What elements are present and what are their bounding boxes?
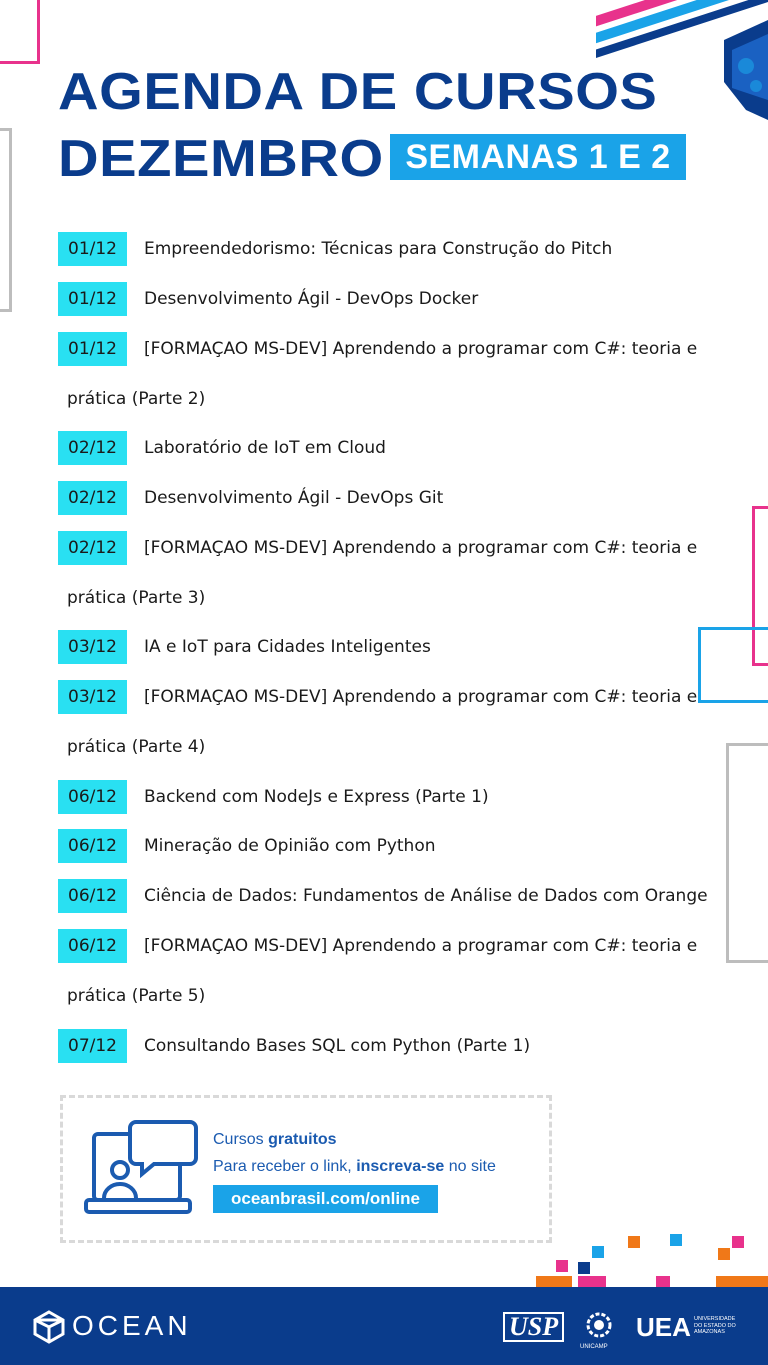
usp-logo: USP	[503, 1312, 565, 1342]
page-title-line1: AGENDA DE CURSOS	[58, 63, 658, 121]
course-title: Ciência de Dados: Fundamentos de Análise…	[144, 886, 708, 906]
info-line2-suffix: no site	[444, 1158, 496, 1175]
course-title: Backend com NodeJs e Express (Parte 1)	[144, 787, 489, 807]
course-title-continuation: prática (Parte 4)	[67, 737, 206, 757]
course-date: 06/12	[58, 829, 127, 863]
course-date: 02/12	[58, 531, 127, 565]
course-title: Mineração de Opinião com Python	[144, 836, 436, 856]
course-title: [FORMAÇAO MS-DEV] Aprendendo a programar…	[144, 339, 698, 359]
info-box	[60, 1095, 552, 1243]
info-line1-prefix: Cursos	[213, 1131, 269, 1148]
footer-bar	[0, 1287, 768, 1365]
info-line2-prefix: Para receber o link,	[213, 1158, 357, 1175]
course-title: Laboratório de IoT em Cloud	[144, 438, 386, 458]
page-title-line2: DEZEMBRO	[58, 130, 384, 188]
course-title: Desenvolvimento Ágil - DevOps Docker	[144, 289, 479, 309]
pink-frame-right	[752, 506, 768, 666]
ocean-logo-icon	[33, 1310, 65, 1344]
pixel-decoration	[536, 1234, 768, 1288]
info-line1-bold: gratuitos	[268, 1131, 337, 1148]
gray-frame-right	[726, 743, 768, 963]
gray-frame-left	[0, 128, 12, 312]
course-date: 01/12	[58, 282, 127, 316]
ocean-brand: OCEAN	[72, 1310, 192, 1341]
online-class-chat-icon	[84, 1120, 198, 1214]
course-date: 06/12	[58, 879, 127, 913]
course-title: Empreendedorismo: Técnicas para Construç…	[144, 239, 613, 259]
course-date: 03/12	[58, 680, 127, 714]
course-title-continuation: prática (Parte 2)	[67, 389, 206, 409]
stripes-decoration	[596, 0, 768, 120]
course-title: Consultando Bases SQL com Python (Parte …	[144, 1036, 531, 1056]
course-title: IA e IoT para Cidades Inteligentes	[144, 637, 431, 657]
info-line2-bold: inscreva-se	[356, 1158, 445, 1175]
site-link[interactable]: oceanbrasil.com/online	[213, 1185, 438, 1213]
unicamp-logo-label: UNICAMP	[580, 1344, 608, 1350]
course-date: 01/12	[58, 232, 127, 266]
course-title-continuation: prática (Parte 5)	[67, 986, 206, 1006]
course-date: 07/12	[58, 1029, 127, 1063]
course-date: 06/12	[58, 780, 127, 814]
course-title: [FORMAÇAO MS-DEV] Aprendendo a programar…	[144, 936, 698, 956]
uea-logo-subtitle: UNIVERSIDADE DO ESTADO DO AMAZONAS	[694, 1316, 736, 1335]
course-title: [FORMAÇAO MS-DEV] Aprendendo a programar…	[144, 538, 698, 558]
unicamp-logo-icon	[586, 1312, 612, 1338]
course-date: 01/12	[58, 332, 127, 366]
uea-logo: UEA	[636, 1312, 691, 1342]
pink-frame-top-left	[0, 0, 40, 64]
course-date: 03/12	[58, 630, 127, 664]
blue-frame-right	[698, 627, 768, 703]
course-title-continuation: prática (Parte 3)	[67, 588, 206, 608]
info-line2: Para receber o link, inscreva-se no site	[213, 1158, 496, 1176]
course-date: 06/12	[58, 929, 127, 963]
course-date: 02/12	[58, 431, 127, 465]
weeks-badge: SEMANAS 1 E 2	[390, 134, 686, 180]
course-title: [FORMAÇAO MS-DEV] Aprendendo a programar…	[144, 687, 698, 707]
course-date: 02/12	[58, 481, 127, 515]
course-title: Desenvolvimento Ágil - DevOps Git	[144, 488, 444, 508]
info-line1: Cursos gratuitos	[213, 1131, 337, 1149]
